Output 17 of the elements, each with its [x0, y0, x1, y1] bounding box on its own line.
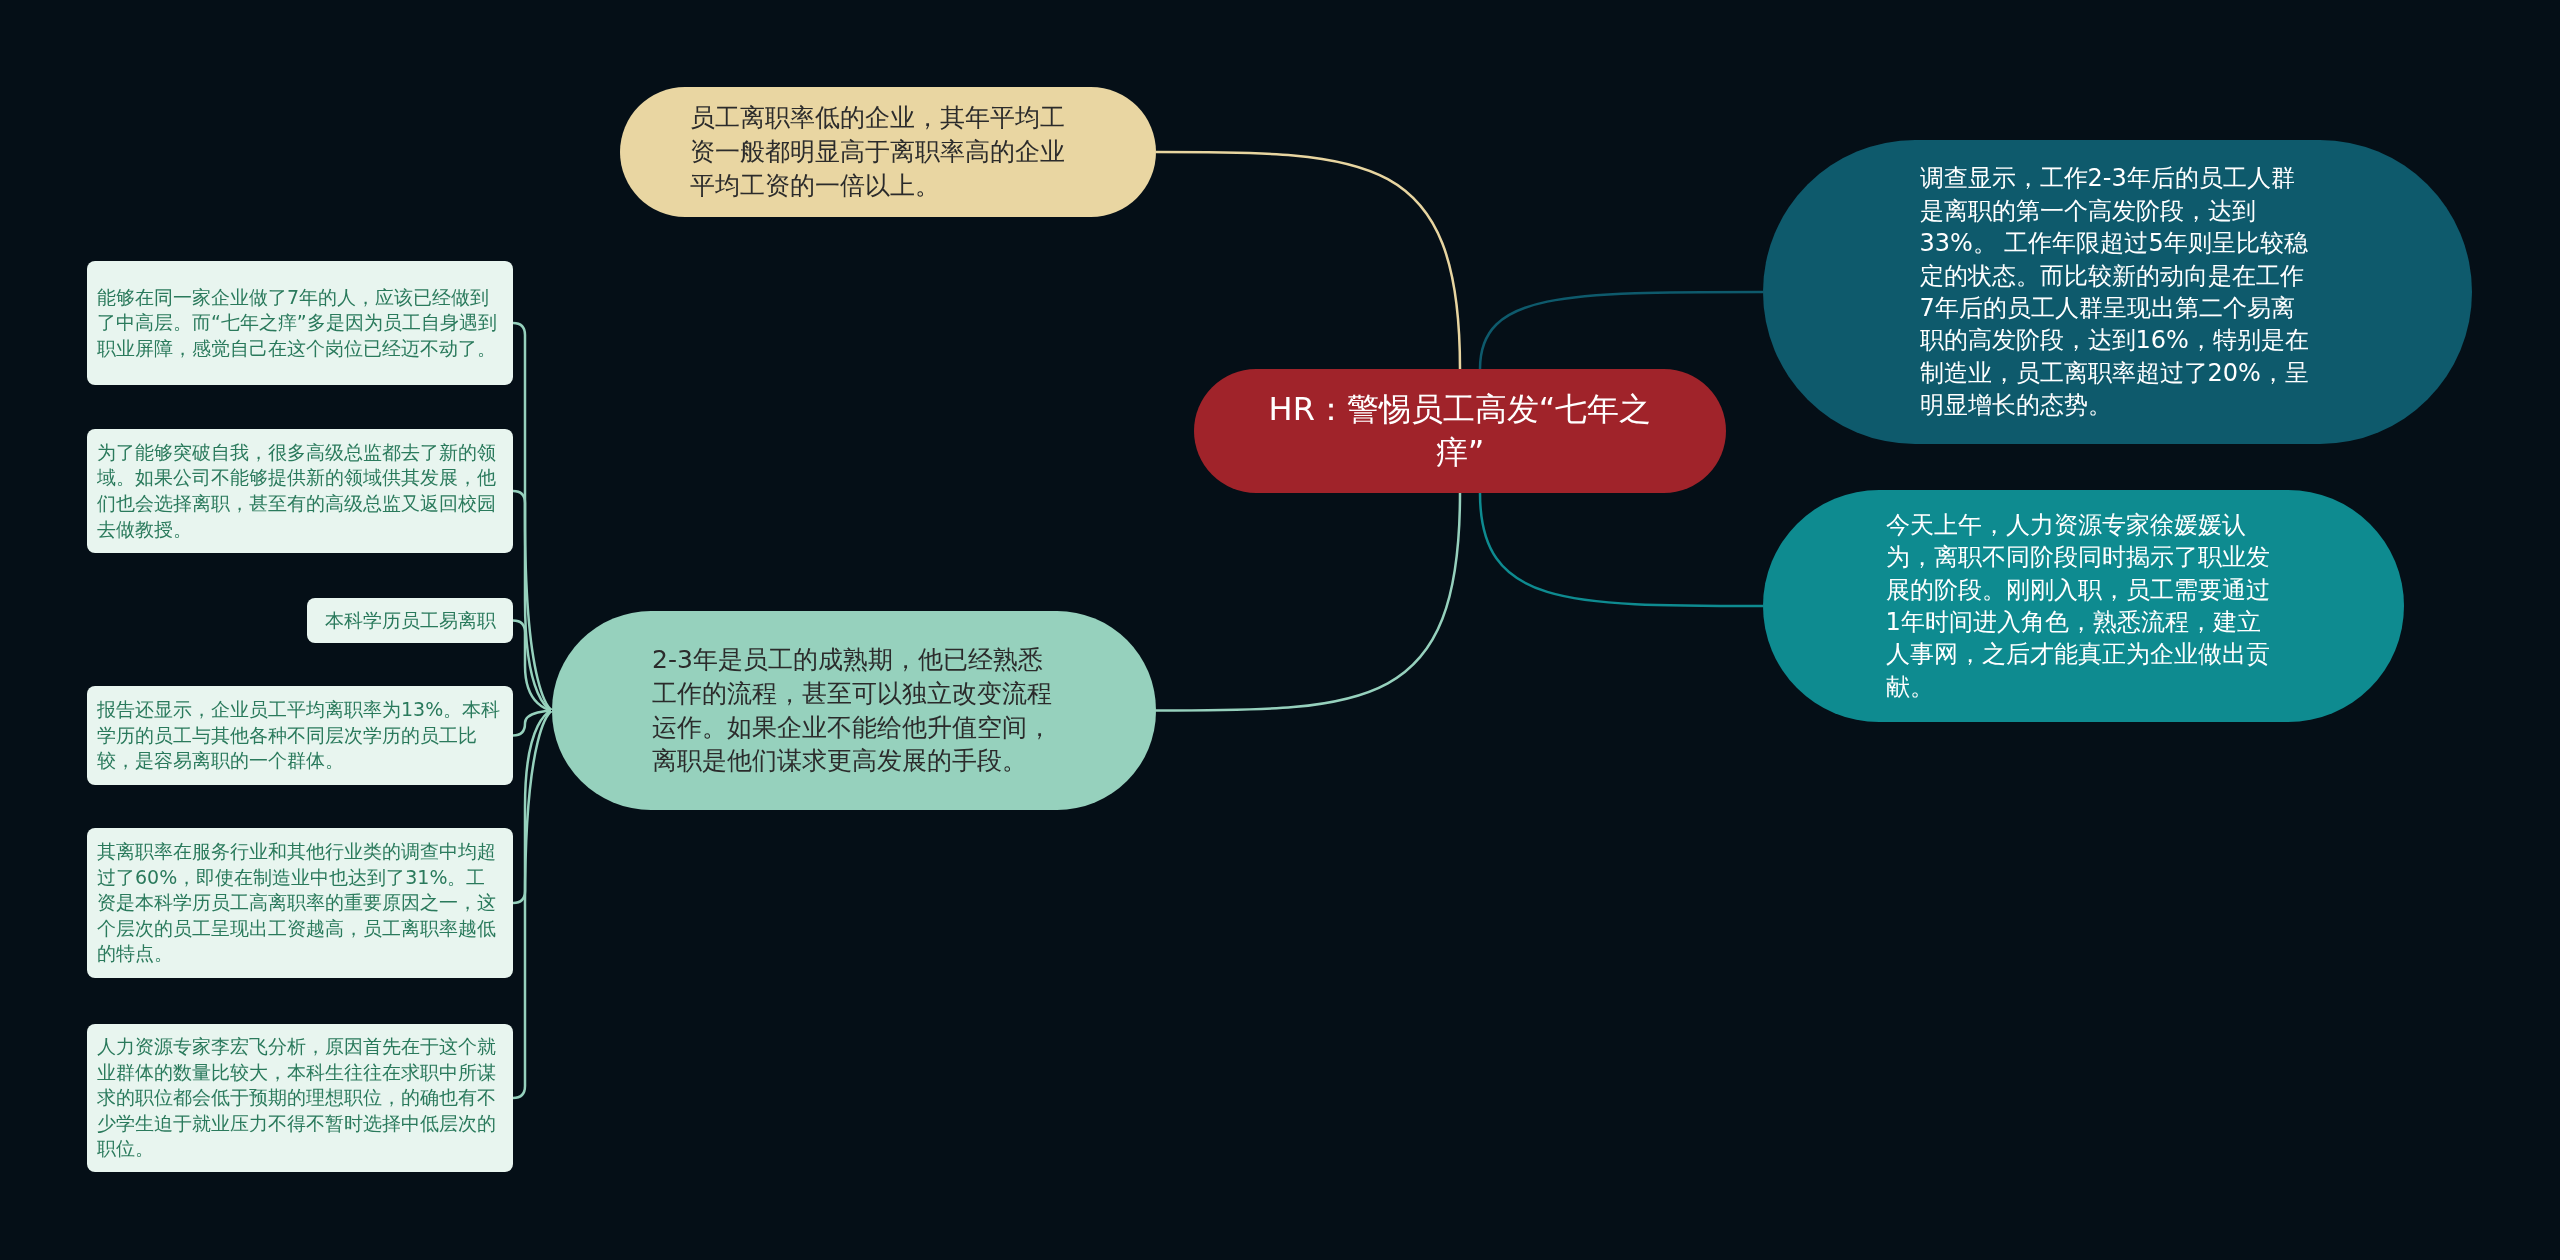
note-card: 能够在同一家企业做了7年的人，应该已经做到了中高层。而“七年之痒”多是因为员工自身遇到职业屏障，感觉自己在这个岗位已经迈不动了。 [87, 261, 513, 385]
connector-line [1478, 290, 1763, 370]
note-card: 本科学历员工易离职 [307, 598, 513, 643]
note-card: 其离职率在服务行业和其他行业类的调查中均超过了60%，即使在制造业中也达到了31%。工资是本科学历员工高离职率的重要原因之一，这个层次的员工呈现出工资越高，员工离职率越低的特点。 [87, 828, 513, 978]
connector-line [1478, 492, 1763, 608]
topic-bubble: 调查显示，工作2-3年后的员工人群是离职的第一个高发阶段，达到33%。 工作年限超过5年则呈比较稳定的状态。而比较新的动向是在工作7年后的员工人群呈现出第二个易离职的高发阶段，达到16%，特别是在制造业，员工离职率超过了20%，呈明显增长的态势。 [1763, 140, 2472, 444]
connector-line [1156, 492, 1462, 712]
connector-line [1156, 150, 1462, 370]
topic-bubble: 员工离职率低的企业，其年平均工资一般都明显高于离职率高的企业平均工资的一倍以上。 [620, 87, 1156, 217]
connector-line [512, 709, 553, 1100]
note-card: 为了能够突破自我，很多高级总监都去了新的领域。如果公司不能够提供新的领域供其发展，他们也会选择离职，甚至有的高级总监又返回校园去做教授。 [87, 429, 513, 553]
topic-bubble: 2-3年是员工的成熟期，他已经熟悉工作的流程，甚至可以独立改变流程运作。如果企业不能给他升值空间，离职是他们谋求更高发展的手段。 [552, 611, 1156, 810]
connector-line [512, 321, 553, 712]
note-card: 报告还显示，企业员工平均离职率为13%。本科学历的员工与其他各种不同层次学历的员工比较，是容易离职的一个群体。 [87, 686, 513, 785]
note-card: 人力资源专家李宏飞分析，原因首先在于这个就业群体的数量比较大，本科生往往在求职中所谋求的职位都会低于预期的理想职位，的确也有不少学生迫于就业压力不得不暂时选择中低层次的职位。 [87, 1024, 513, 1172]
topic-bubble: 今天上午，人力资源专家徐媛媛认为，离职不同阶段同时揭示了职业发展的阶段。刚刚入职，员工需要通过1年时间进入角色，熟悉流程，建立人事网，之后才能真正为企业做出贡献。 [1763, 490, 2404, 722]
central-topic: HR：警惕员工高发“七年之痒” [1194, 369, 1726, 493]
